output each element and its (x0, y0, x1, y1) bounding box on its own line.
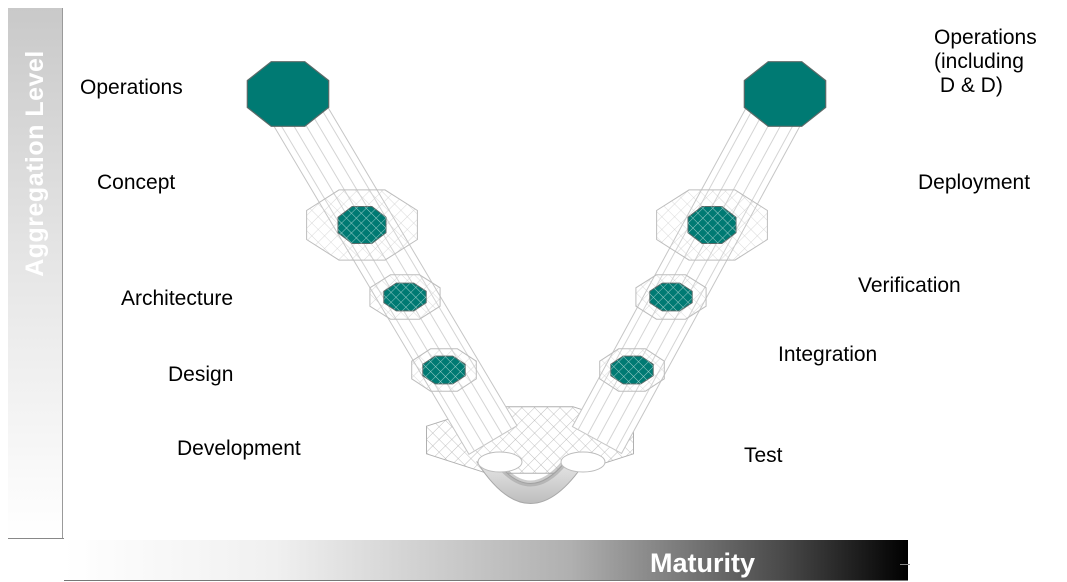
node-design-core-grid (422, 356, 466, 384)
node-design (411, 348, 477, 392)
label-concept: Concept (97, 171, 176, 194)
right-leg-rib (606, 99, 795, 446)
left-leg-rib (269, 105, 475, 452)
label-deployment: Deployment (918, 171, 1031, 194)
node-operations (246, 61, 330, 127)
node-concept-core-grid (338, 206, 386, 244)
label-design: Design (168, 363, 234, 386)
node-deployment-core-grid (688, 206, 736, 244)
left-leg (263, 80, 518, 455)
base-right-socket (560, 451, 606, 473)
node-operations-dd (743, 61, 827, 127)
label-operations: Operations (80, 76, 183, 99)
label-operations-dd: Operations (including D & D) (934, 26, 1037, 97)
node-integration-core-grid (610, 356, 654, 384)
left-leg-rib (278, 100, 485, 446)
label-test: Test (744, 444, 783, 467)
label-verification: Verification (858, 274, 961, 297)
maturity-axis-title: Maturity (650, 548, 756, 578)
aggregation-axis-baseline (8, 538, 64, 539)
node-verification (635, 274, 707, 320)
node-deployment (656, 189, 768, 261)
maturity-axis-bar (64, 540, 908, 580)
right-leg-rib (615, 105, 805, 451)
label-development: Development (177, 437, 301, 460)
label-architecture: Architecture (121, 287, 234, 310)
node-architecture-core-grid (383, 283, 427, 311)
node-verification-core-grid (649, 283, 693, 311)
node-architecture (369, 274, 441, 320)
base-left-socket (477, 451, 523, 473)
v-legs (263, 80, 811, 504)
left-leg-rib (296, 89, 503, 435)
maturity-axis-tick (900, 564, 910, 565)
node-concept (306, 189, 418, 261)
maturity-axis-baseline (64, 580, 908, 581)
left-leg-rib (306, 83, 512, 430)
aggregation-axis-bar (8, 8, 63, 538)
node-operations-dd-face (743, 61, 827, 127)
node-integration (599, 348, 665, 392)
right-leg (571, 80, 811, 455)
v-nodes (246, 61, 827, 392)
node-operations-face (246, 61, 330, 127)
label-integration: Integration (778, 343, 878, 366)
